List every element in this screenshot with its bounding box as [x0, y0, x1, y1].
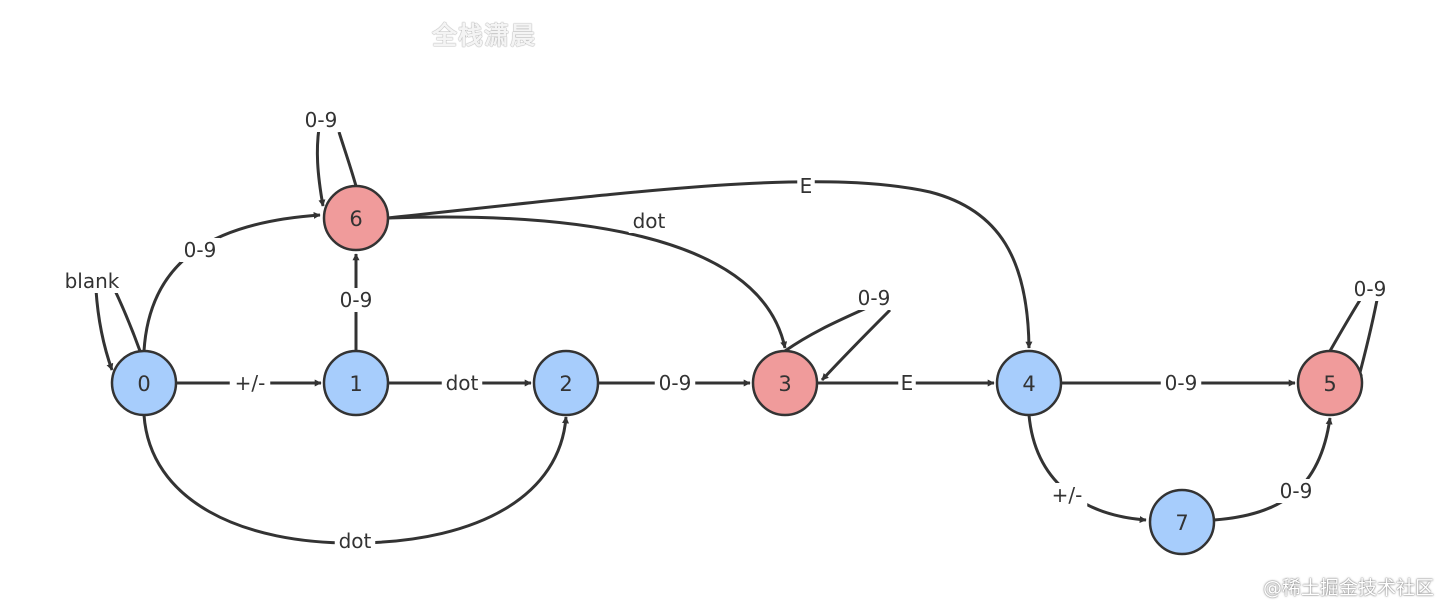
- transition-label-bg: [335, 288, 377, 312]
- transition-label-bg: [229, 371, 271, 395]
- state-label-3: 3: [778, 372, 791, 396]
- state-node-4: [995, 349, 1063, 417]
- transition-label-bg: [441, 371, 483, 395]
- state-node-2: [532, 349, 600, 417]
- transition-label-1-to-2: dot: [446, 371, 479, 395]
- state-node-7: [1148, 488, 1216, 556]
- transition-label-4-to-5: 0-9: [1165, 371, 1198, 395]
- transition-0-to-2: [142, 414, 570, 545]
- transition-label-0-to-6: 0-9: [184, 238, 217, 262]
- transition-label-bg: [334, 529, 376, 553]
- transition-label-bg: [1160, 371, 1202, 395]
- transition-label-bg: [179, 238, 221, 262]
- transition-label-5-to-5: 0-9: [1354, 277, 1387, 301]
- transition-label-0-to-2: dot: [339, 529, 372, 553]
- transition-label-bg: [300, 108, 342, 132]
- transition-label-bg: [853, 286, 895, 310]
- transition-label-6-to-4: E: [800, 174, 813, 198]
- transition-label-bg: [1046, 483, 1088, 507]
- transition-label-7-to-5: 0-9: [1280, 479, 1313, 503]
- transition-label-0-to-1: +/-: [235, 371, 266, 395]
- transition-0-to-6: [142, 211, 321, 352]
- transition-6-to-3: [387, 215, 788, 349]
- state-node-0: [110, 349, 178, 417]
- watermark-top: 全栈潇晨: [432, 21, 537, 50]
- state-label-5: 5: [1323, 372, 1336, 396]
- state-node-1: [322, 349, 390, 417]
- state-node-3: [751, 349, 819, 417]
- transition-label-0-to-0: blank: [65, 269, 120, 293]
- transition-label-6-to-3: dot: [633, 209, 666, 233]
- state-label-0: 0: [137, 372, 150, 396]
- transition-label-3-to-4: E: [901, 371, 914, 395]
- transition-label-bg: [1349, 277, 1391, 301]
- transition-label-bg: [654, 371, 696, 395]
- transition-7-to-5: [1213, 417, 1333, 522]
- state-label-2: 2: [559, 372, 572, 396]
- transition-label-3-to-3: 0-9: [858, 286, 891, 310]
- transition-6-to-4: [387, 180, 1033, 349]
- state-node-5: [1296, 349, 1364, 417]
- transition-label-bg: [898, 371, 916, 395]
- transition-label-4-to-7: +/-: [1052, 483, 1083, 507]
- transition-label-bg: [797, 174, 815, 198]
- transition-label-bg: [1275, 479, 1317, 503]
- state-label-6: 6: [349, 207, 362, 231]
- transition-6-to-6: [317, 127, 358, 206]
- transition-label-bg: [628, 209, 670, 233]
- state-label-4: 4: [1022, 372, 1035, 396]
- state-node-6: [322, 184, 390, 252]
- state-label-1: 1: [349, 372, 362, 396]
- transition-label-bg: [60, 269, 124, 293]
- transition-label-6-to-6: 0-9: [305, 108, 338, 132]
- transition-label-1-to-6: 0-9: [340, 288, 373, 312]
- state-label-7: 7: [1175, 511, 1188, 535]
- transition-label-2-to-3: 0-9: [659, 371, 692, 395]
- watermark-bottom: @稀土掘金技术社区: [1262, 577, 1434, 599]
- transition-4-to-7: [1027, 414, 1147, 524]
